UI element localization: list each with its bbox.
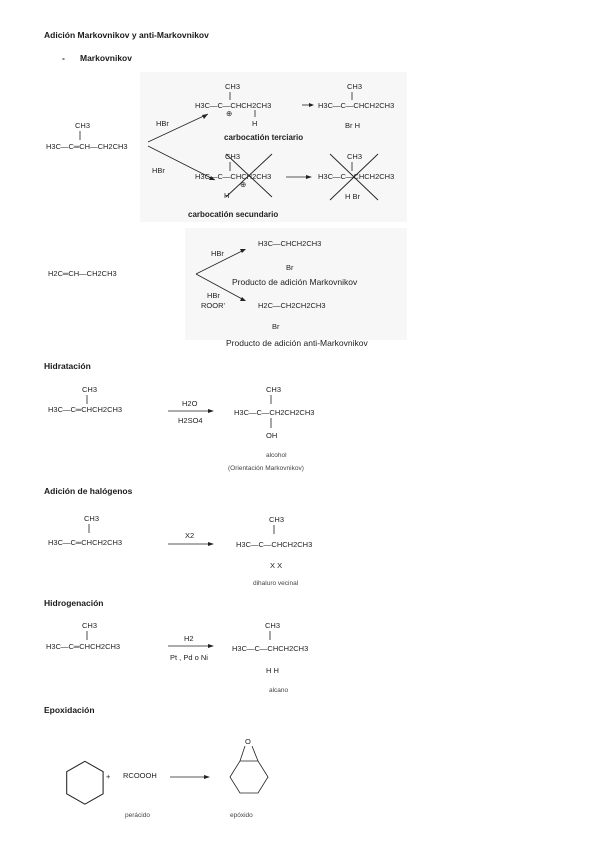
halogen-product-ch3: CH3 — [269, 515, 284, 524]
anti-product-lower-br: Br — [272, 322, 280, 331]
hydration-product-formula: H3C—C—CH2CH2CH3 — [234, 408, 314, 417]
lower-intermediate-formula: H3C—C—CHCH2CH3 — [195, 172, 271, 181]
label-carbocation-secondary: carbocatión secundario — [188, 210, 278, 219]
cross-line-b — [225, 153, 273, 198]
hydrogenation-reactant-ch3: CH3 — [82, 621, 97, 630]
label-carbocation-tertiary: carbocatión terciario — [224, 133, 303, 142]
halogen-product-formula: H3C—C—CHCH2CH3 — [236, 540, 312, 549]
upper-intermediate-h: H — [252, 119, 257, 128]
anti-product-upper-br: Br — [286, 263, 294, 272]
cross-line-d — [329, 153, 379, 201]
halogen-reactant-ch3: CH3 — [84, 514, 99, 523]
anti-reactant-formula: H2C═CH—CH2CH3 — [48, 269, 117, 278]
anti-reagent-peroxide: ROOR' — [201, 301, 226, 310]
plus-sign: + — [106, 772, 111, 781]
hydrogenation-figure: CH3 H3C—C═CHCH2CH3 H2 Pt , Pd o Ni CH3 H… — [46, 621, 308, 694]
anti-arrow-lower — [195, 273, 245, 301]
lower-intermediate-ch3: CH3 — [225, 152, 240, 161]
reactant-formula: H3C—C═CH—CH2CH3 — [46, 142, 128, 151]
hydration-caption-alcohol: alcohol — [266, 452, 287, 459]
epoxide-oxygen: O — [245, 737, 251, 746]
hydrogenation-reagent-h2: H2 — [184, 634, 194, 643]
caption-peracid: perácido — [125, 812, 150, 819]
heading-hidratacion: Hidratación — [44, 361, 91, 371]
upper-product-substituents: Br H — [345, 121, 360, 130]
hydrogenation-product-ch3: CH3 — [265, 621, 280, 630]
bullet-dash: - — [62, 53, 65, 63]
caption-epoxide: epóxido — [230, 812, 253, 819]
halogen-product-substituents: X X — [270, 561, 282, 570]
figure-background — [140, 72, 407, 222]
hydrogenation-product-formula: H3C—C—CHCH2CH3 — [232, 644, 308, 653]
anti-arrow-upper — [195, 249, 245, 275]
lower-intermediate-h: H — [224, 191, 229, 200]
arrow-upper — [147, 113, 209, 143]
cyclohexene-ring — [66, 760, 104, 805]
epoxidation-figure: + RCOOOH O perácido epóxido — [66, 737, 269, 819]
epoxide-ring — [229, 760, 269, 794]
hydrogenation-reactant-formula: H3C—C═CHCH2CH3 — [46, 642, 120, 651]
halogen-reactant-formula: H3C—C═CHCH2CH3 — [48, 538, 122, 547]
hydration-product-oh: OH — [266, 431, 277, 440]
reactant-ch3: CH3 — [75, 121, 90, 130]
halogen-addition-figure: CH3 H3C—C═CHCH2CH3 X2 CH3 H3C—C—CHCH2CH3… — [48, 514, 312, 587]
anti-product-upper: H3C—CHCH2CH3 — [258, 239, 321, 248]
heading-halogenos: Adición de halógenos — [44, 486, 133, 496]
subheading-text: Markovnikov — [80, 53, 132, 63]
anti-product-lower: H2C—CH2CH2CH3 — [258, 301, 326, 310]
peracid-reagent: RCOOOH — [123, 771, 157, 780]
subheading-markovnikov: - Markovnikov — [62, 53, 132, 63]
label-markovnikov-product: Producto de adición Markovnikov — [232, 277, 358, 287]
hydrogenation-caption: alcano — [269, 687, 289, 694]
lower-product-substituents: H Br — [345, 192, 361, 201]
upper-product-formula: H3C—C—CHCH2CH3 — [318, 101, 394, 110]
upper-product-ch3: CH3 — [347, 82, 362, 91]
label-anti-markovnikov-product: Producto de adición anti-Markovnikov — [226, 338, 368, 348]
heading-epoxidacion: Epoxidación — [44, 705, 95, 715]
halogen-reagent: X2 — [185, 531, 194, 540]
lower-intermediate-charge: ⊕ — [240, 180, 246, 189]
halogen-caption: dihaluro vecinal — [253, 580, 299, 587]
lower-product-formula: H3C—C—CHCH2CH3 — [318, 172, 394, 181]
upper-intermediate-ch3: CH3 — [225, 82, 240, 91]
markovnikov-mechanism-figure: CH3 H3C—C═CH—CH2CH3 HBr HBr CH3 H3C—C—CH… — [46, 72, 407, 222]
document-title: Adición Markovnikov y anti-Markovnikov — [44, 30, 209, 40]
hydration-reagent-water: H2O — [182, 399, 198, 408]
upper-intermediate-charge: ⊕ — [226, 109, 232, 118]
lower-product-ch3: CH3 — [347, 152, 362, 161]
anti-reagent-hbr: HBr — [211, 249, 224, 258]
upper-intermediate-formula: H3C—C—CHCH2CH3 — [195, 101, 271, 110]
hydration-figure: CH3 H3C—C═CHCH2CH3 H2O H2SO4 CH3 H3C—C—C… — [48, 385, 314, 472]
hydration-caption-orientation: (Orientación Markovnikov) — [228, 465, 304, 472]
anti-reagent-hbr-2: HBr — [207, 291, 220, 300]
hydration-reagent-acid: H2SO4 — [178, 416, 203, 425]
heading-hidrogenacion: Hidrogenación — [44, 598, 104, 608]
hydrogenation-product-substituents: H H — [266, 666, 279, 675]
hydration-reactant-ch3: CH3 — [82, 385, 97, 394]
hydrogenation-catalyst: Pt , Pd o Ni — [170, 653, 208, 662]
arrow-lower — [147, 145, 216, 181]
figure-background-2 — [185, 228, 407, 340]
hydration-reactant-formula: H3C—C═CHCH2CH3 — [48, 405, 122, 414]
reagent-hbr-lower: HBr — [152, 166, 165, 175]
hydration-product-ch3: CH3 — [266, 385, 281, 394]
reagent-hbr-upper: HBr — [156, 119, 169, 128]
anti-markovnikov-figure: H2C═CH—CH2CH3 HBr H3C—CHCH2CH3 Br Produc… — [48, 228, 407, 348]
